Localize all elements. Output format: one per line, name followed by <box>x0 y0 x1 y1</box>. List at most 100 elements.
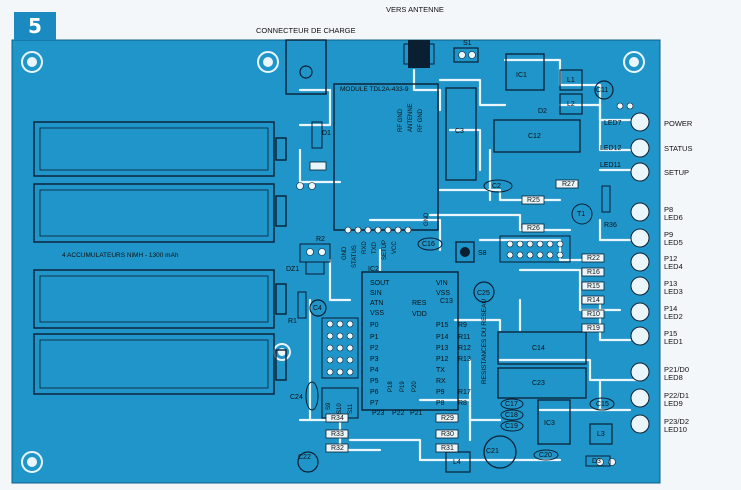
ic2-inner-label: P18 <box>388 381 394 392</box>
solder-pads <box>296 51 634 466</box>
switch-s8 <box>455 241 475 263</box>
led <box>630 302 650 322</box>
resistor-network <box>499 235 571 263</box>
capacitor-c18 <box>500 409 524 421</box>
capacitor-c19 <box>500 420 524 432</box>
side-label-status: STATUS <box>664 144 693 153</box>
label-c20: C20 <box>539 452 552 459</box>
label-c12: C12 <box>528 133 541 140</box>
module-pin-label: STATUS <box>352 245 358 268</box>
ic2-pin-label: P4 <box>370 367 379 374</box>
label-led12: LED12 <box>600 145 622 152</box>
capacitor-c14 <box>497 331 587 365</box>
led-port-label: P8 <box>664 205 674 214</box>
ic2-pin-label: SIN <box>370 290 382 297</box>
label-dz1: DZ1 <box>286 266 300 273</box>
ic2-pin-label: P12 <box>436 356 449 363</box>
label-led11: LED11 <box>600 162 621 169</box>
ic2-pin-label: VSS <box>436 290 451 297</box>
led <box>630 162 650 182</box>
ic2-pin-label: P13 <box>436 345 449 352</box>
label-r32: R32 <box>331 445 344 452</box>
label-d1: D1 <box>322 130 331 137</box>
led <box>630 202 650 222</box>
ic2-pin-label: P7 <box>370 400 379 407</box>
module-pin-label: RF GND <box>398 109 404 132</box>
label-r1: R1 <box>288 318 297 325</box>
label-c21: C21 <box>486 448 499 455</box>
label-r9: R9 <box>458 322 467 329</box>
mounting-hole <box>623 51 645 73</box>
led-name-label: LED2 <box>664 312 683 321</box>
inductor-l3 <box>589 423 613 445</box>
led <box>630 252 650 272</box>
ic2-inner-label: P20 <box>412 381 418 392</box>
label-c16: C16 <box>422 241 435 248</box>
label-c13: C13 <box>440 298 453 305</box>
label-c2: C2 <box>492 183 501 190</box>
led <box>630 228 650 248</box>
label-r33: R33 <box>331 431 344 438</box>
module-pin-label: SETUP <box>382 239 388 260</box>
copper-tracks <box>298 58 642 462</box>
led-name-label: LED5 <box>664 238 683 247</box>
capacitor-c24 <box>305 381 319 411</box>
capacitor-c23 <box>497 367 587 399</box>
antenna-label: VERS ANTENNE <box>386 5 444 14</box>
battery-cell <box>33 333 275 395</box>
capacitor-c21 <box>483 435 517 469</box>
led-port-label: P9 <box>664 230 674 239</box>
ic2-pin-label: TX <box>436 367 445 374</box>
led-port-label: P22/D1 <box>664 391 690 400</box>
label-r12: R12 <box>458 345 471 352</box>
side-label-setup: SETUP <box>664 168 690 177</box>
module-pin-label: GND <box>424 212 430 226</box>
resistors <box>309 161 605 453</box>
ic2-pin-label: RX <box>436 378 446 385</box>
label-r10: R10 <box>587 311 600 318</box>
module-label: MODULE TDL2A-433-9 <box>340 86 409 93</box>
mounting-hole <box>21 451 43 473</box>
capacitor-c12 <box>493 119 581 153</box>
label-c23: C23 <box>532 380 545 387</box>
capacitor-c4 <box>309 299 327 317</box>
led-port-label: P14 <box>664 304 678 313</box>
ic2-pin-label: P23 <box>372 410 385 417</box>
ic2-pin-label: P8 <box>436 400 445 407</box>
resistor-r1 <box>297 291 307 319</box>
label-t1: T1 <box>577 211 586 218</box>
label-r34: R34 <box>331 415 344 422</box>
module-pin-label: VCC <box>392 241 398 254</box>
led <box>630 112 650 132</box>
label-r17: R17 <box>458 389 471 396</box>
led-name-label: LED6 <box>664 213 683 222</box>
label-r26: R26 <box>527 225 540 232</box>
ic1 <box>505 53 545 91</box>
capacitor-c16 <box>417 237 443 251</box>
battery-cell <box>33 269 275 329</box>
label-r15: R15 <box>587 283 600 290</box>
ic2-pin-label: P0 <box>370 322 379 329</box>
ic2-pin-label: P9 <box>436 389 445 396</box>
side-label-power: POWER <box>664 119 693 128</box>
label-s1: S1 <box>463 40 472 47</box>
label-d3: D3 <box>592 458 601 465</box>
label-l3: L3 <box>597 431 605 438</box>
led-name-label: LED4 <box>664 262 683 271</box>
label-ic2: IC2 <box>368 266 379 273</box>
label-r22: R22 <box>587 255 600 262</box>
resistor-network-label: RESISTANCES DU RESEAU <box>481 298 488 384</box>
resistor-r36 <box>601 185 611 213</box>
diode-d3 <box>585 455 611 467</box>
label-r13: R13 <box>458 356 471 363</box>
label-r25: R25 <box>527 197 540 204</box>
label-r16: R16 <box>587 269 600 276</box>
ic2-pin-label: P5 <box>370 378 379 385</box>
label-s9: S9 <box>326 402 332 410</box>
led-name-label: LED3 <box>664 287 683 296</box>
led-name-label: LED10 <box>664 425 687 434</box>
label-s11: S11 <box>348 403 354 414</box>
ic2-pin-label: RES <box>412 300 427 307</box>
label-r31: R31 <box>441 445 454 452</box>
